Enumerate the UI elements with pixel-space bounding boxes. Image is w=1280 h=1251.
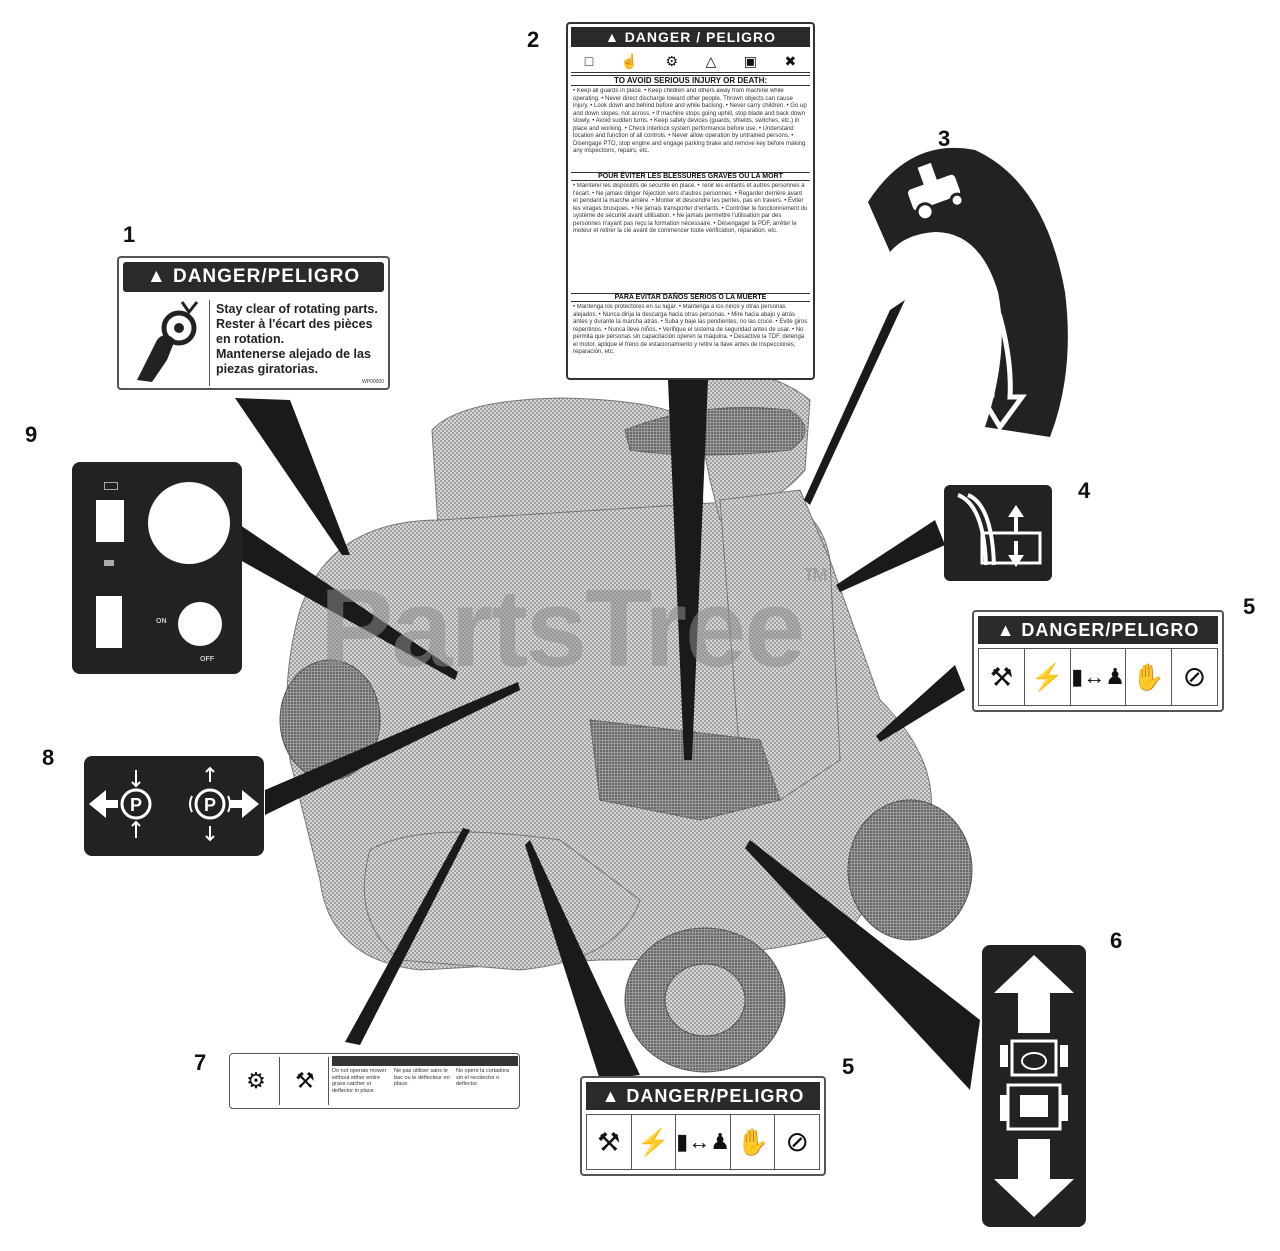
slope-icon: △ <box>705 52 717 69</box>
warning-triangle-icon: ▲ <box>604 29 620 45</box>
decal-1-text: Stay clear of rotating parts. Rester à l… <box>216 302 378 376</box>
callout-6: 6 <box>1110 928 1123 953</box>
callout-2: 2 <box>527 27 540 52</box>
label-on: ON <box>156 618 167 625</box>
decal-2-section-french: POUR ÉVITER LES BLESSURES GRAVES OU LA M… <box>571 172 810 181</box>
watermark: PartsTreeTM <box>320 565 827 690</box>
decal-1-divider <box>209 300 210 386</box>
warning-triangle-icon: ▲ <box>996 620 1016 640</box>
danger-banner: ▲ DANGER/PELIGRO <box>586 1082 820 1110</box>
brake-release-icon: P <box>89 770 152 838</box>
svg-text:P: P <box>204 795 216 815</box>
keep-away-icon: ▮↔♟ <box>1071 649 1126 705</box>
keep-away-icon: ▮↔♟ <box>676 1115 731 1169</box>
danger-banner: ▲ DANGER / PELIGRO <box>571 27 810 47</box>
decal-2-safety-instructions: ▲ DANGER / PELIGRO □ ☝ ⚙ △ ▣ ✖ TO AVOID … <box>566 22 815 380</box>
decal-2-body-spanish: • Mantenga los protectores en su lugar. … <box>573 304 808 355</box>
decal-1-part-number: WP00000 <box>362 379 384 385</box>
leader-6 <box>745 840 980 1090</box>
panel-slot-top <box>96 500 124 542</box>
decal-2-body-french: • Maintenir les dispositifs de sécurité … <box>573 183 808 234</box>
leader-2 <box>668 380 708 760</box>
callout-3: 3 <box>938 126 951 151</box>
thrown-object-icon: ⚡ <box>1025 649 1072 705</box>
leader-5b <box>525 840 640 1080</box>
decal-2-section-spanish: PARA EVITAR DAÑOS SERIOS O LA MUERTE <box>571 293 810 302</box>
tractor-top-view-icon <box>1000 1039 1068 1131</box>
brake-engage-icon: P <box>189 766 259 842</box>
decal-5-danger-top: ▲ DANGER/PELIGRO ⚒ ⚡ ▮↔♟ ✋ ⊘ <box>972 610 1224 712</box>
pictogram-row: ⚒ ⚡ ▮↔♟ ✋ ⊘ <box>586 1114 820 1170</box>
no-children-icon: ⊘ <box>1182 661 1207 692</box>
decal-7-warning-header <box>332 1056 518 1066</box>
leader-1 <box>235 398 350 555</box>
decal-2-pictogram-row: □ ☝ ⚙ △ ▣ ✖ <box>571 50 810 73</box>
leader-lines <box>235 300 980 1090</box>
panel-small-mark <box>104 482 118 490</box>
decal-6-forward-reverse <box>982 945 1086 1227</box>
blade-contact-icon: ✋ <box>731 1115 776 1169</box>
rotating-parts-hand-icon <box>137 301 199 382</box>
discharge-hazard-icon: ⚒ <box>587 1115 632 1169</box>
decal-2-body-english: • Keep all guards in place. • Keep child… <box>573 88 807 154</box>
panel-slot-bottom <box>96 596 122 648</box>
no-children-icon: ⊘ <box>785 1126 809 1157</box>
rider-icon: ⚙ <box>665 52 679 69</box>
decal-2-section-english: TO AVOID SERIOUS INJURY OR DEATH: <box>571 75 810 86</box>
leader-9 <box>240 525 458 680</box>
height-adjust-icon <box>957 493 1042 567</box>
leader-5a <box>876 665 965 742</box>
leader-3 <box>804 300 905 505</box>
decal-1-rotating-parts: ▲ DANGER/PELIGRO Stay clear of rotating … <box>117 256 390 390</box>
decal-4-deck-height <box>944 485 1052 581</box>
rider-mower-icon <box>907 162 965 222</box>
decal-7-icon-2: ⚒ <box>282 1057 329 1105</box>
panel-indicator <box>104 560 114 566</box>
person-icon: ☝ <box>620 52 639 69</box>
leader-4 <box>836 520 945 592</box>
danger-banner: ▲ DANGER/PELIGRO <box>123 262 384 292</box>
callout-7: 7 <box>194 1050 207 1075</box>
pictogram-row: ⚒ ⚡ ▮↔♟ ✋ ⊘ <box>978 648 1218 706</box>
leader-7 <box>345 828 470 1045</box>
danger-banner: ▲ DANGER/PELIGRO <box>978 616 1218 644</box>
manual-icon: □ <box>584 53 594 69</box>
decal-7-text-french: Ne pas utiliser sans le bac ou le déflec… <box>394 1068 450 1087</box>
decal-9-ignition-panel: ON OFF <box>72 462 242 674</box>
leader-8 <box>265 682 520 815</box>
panel-round-cutout-large <box>148 482 230 564</box>
callout-8: 8 <box>42 745 55 770</box>
tractor-icon: ▣ <box>743 52 758 69</box>
key-switch-cutout <box>178 602 222 646</box>
decal-7-grass-catcher: ⚙ ⚒ Do not operate mower without either … <box>229 1053 520 1109</box>
callout-5-top: 5 <box>1243 594 1256 619</box>
callout-9: 9 <box>25 422 38 447</box>
thrown-object-icon: ⚡ <box>632 1115 677 1169</box>
label-off: OFF <box>200 656 214 663</box>
blade-icon: ✖ <box>784 52 797 69</box>
callout-5-bottom: 5 <box>842 1054 855 1079</box>
discharge-hazard-icon: ⚒ <box>979 649 1026 705</box>
svg-text:P: P <box>130 795 142 815</box>
blade-contact-icon: ✋ <box>1126 649 1172 705</box>
decal-5-danger-bottom: ▲ DANGER/PELIGRO ⚒ ⚡ ▮↔♟ ✋ ⊘ <box>580 1076 826 1176</box>
decal-7-text-english: Do not operate mower without either enti… <box>332 1068 387 1094</box>
parking-brake-icons: P P <box>89 766 259 842</box>
callout-1: 1 <box>123 222 136 247</box>
footrest <box>589 719 781 821</box>
warning-triangle-icon: ▲ <box>601 1086 621 1106</box>
callout-4: 4 <box>1078 478 1091 503</box>
decal-7-text-spanish: No opere la cortadora sin el recolector … <box>456 1068 510 1087</box>
decal-8-parking-brake: P P <box>84 756 264 856</box>
forward-reverse-arrows-icon <box>994 955 1074 1217</box>
decal-3-curved-direction <box>868 147 1068 437</box>
right-wheel <box>847 799 973 941</box>
warning-triangle-icon: ▲ <box>146 266 167 287</box>
arrow-icon <box>952 274 1027 432</box>
decal-7-icon-1: ⚙ <box>233 1057 280 1105</box>
